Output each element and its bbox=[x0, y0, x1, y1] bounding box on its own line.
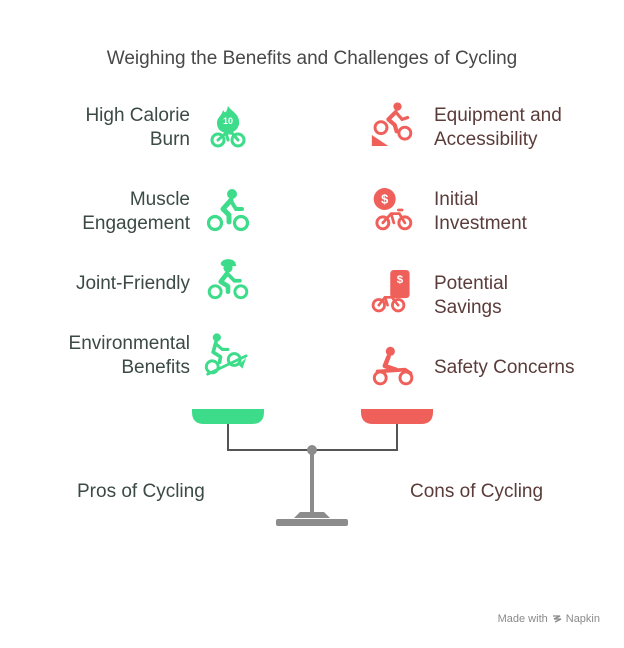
con-item-line1: Equipment and bbox=[434, 105, 562, 126]
pro-item-line2: Engagement bbox=[82, 213, 190, 234]
dollar-bike-icon: $ bbox=[373, 188, 413, 231]
motorbike-rider-icon bbox=[372, 346, 414, 386]
con-item-line2: Savings bbox=[434, 297, 502, 318]
uphill-cyclist-icon bbox=[371, 102, 413, 146]
scale-base-top bbox=[294, 512, 330, 518]
con-item-line1: Potential bbox=[434, 273, 508, 294]
pro-item-line2: Burn bbox=[149, 129, 190, 150]
con-item-investment: Initial Investment bbox=[434, 188, 527, 236]
con-item-safety: Safety Concerns bbox=[434, 356, 574, 380]
pros-label: Pros of Cycling bbox=[77, 481, 205, 502]
pro-item-line2: Benefits bbox=[121, 357, 190, 378]
con-item-savings: Potential Savings bbox=[434, 272, 508, 320]
con-item-line1: Initial bbox=[434, 189, 479, 210]
pro-item-high-calorie: High Calorie Burn bbox=[85, 104, 190, 152]
con-item-line2: Investment bbox=[434, 213, 527, 234]
cons-label: Cons of Cycling bbox=[410, 481, 544, 502]
savings-bike-icon: $ bbox=[371, 270, 410, 313]
watermark-brand: Napkin bbox=[565, 613, 600, 625]
con-item-equipment: Equipment and Accessibility bbox=[434, 104, 562, 152]
pro-item-environmental: Environmental Benefits bbox=[69, 332, 190, 380]
fire-bike-icon: 10 bbox=[210, 106, 246, 148]
dollar-sign: $ bbox=[397, 274, 404, 286]
watermark-prefix: Made with bbox=[497, 613, 548, 625]
helmet-rider-icon bbox=[207, 259, 249, 300]
con-item-line2: Accessibility bbox=[434, 129, 538, 150]
pro-item-line1: Muscle bbox=[129, 189, 190, 210]
pro-item-joint: Joint-Friendly bbox=[76, 272, 190, 296]
calorie-number: 10 bbox=[223, 116, 233, 126]
scale-post bbox=[310, 450, 314, 514]
pro-item-muscle: Muscle Engagement bbox=[82, 188, 190, 236]
pro-item-line1: High Calorie bbox=[85, 105, 190, 126]
scale-base bbox=[276, 519, 348, 526]
page-title: Weighing the Benefits and Challenges of … bbox=[106, 48, 518, 69]
cons-pan bbox=[361, 409, 433, 424]
cyclist-icon bbox=[206, 189, 250, 232]
dollar-sign: $ bbox=[381, 192, 388, 207]
pros-pan bbox=[192, 409, 264, 424]
con-item-line1: Safety Concerns bbox=[434, 357, 575, 378]
pro-item-line1: Environmental bbox=[68, 333, 190, 354]
pro-item-line1: Joint-Friendly bbox=[75, 273, 190, 294]
eco-cyclist-icon bbox=[204, 333, 248, 376]
watermark: Made with Napkin bbox=[498, 613, 600, 625]
napkin-logo-icon bbox=[552, 615, 562, 623]
